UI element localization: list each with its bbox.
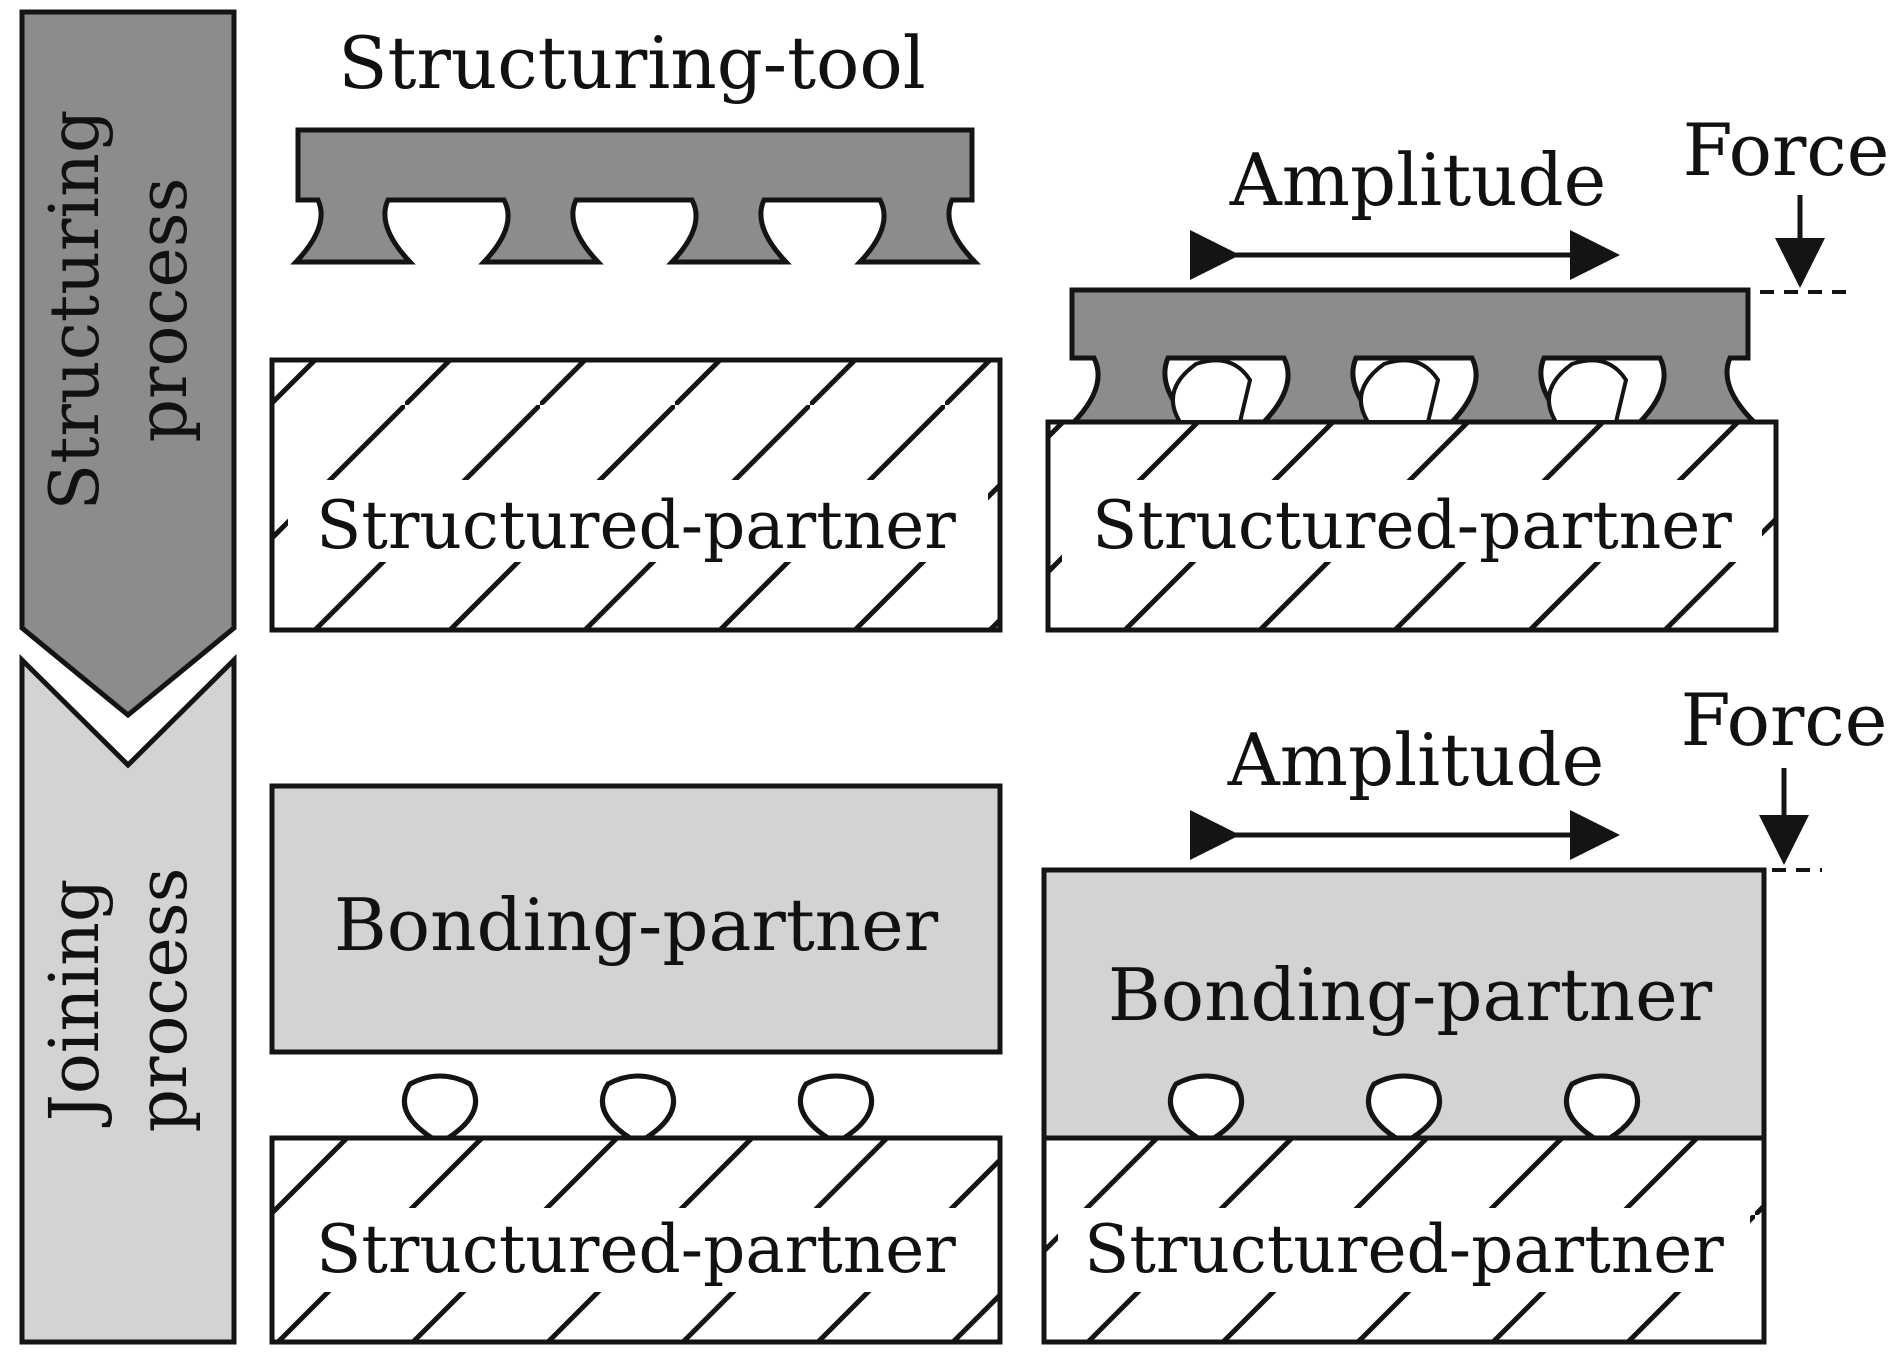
force-label-bottom: Force bbox=[1681, 678, 1888, 762]
joining-stage-label-line1: Joining bbox=[36, 879, 115, 1128]
structured-partner-label: Structured-partner bbox=[1092, 487, 1732, 564]
structured-partner-label: Structured-partner bbox=[1084, 1211, 1724, 1288]
structuring-stage-label-line2: process bbox=[124, 177, 203, 442]
force-label-top: Force bbox=[1683, 108, 1890, 192]
structured-partner-top-left: Structured-partner bbox=[269, 357, 1003, 633]
joining-stage-arrow: Joining process bbox=[19, 654, 237, 1345]
structuring-tool bbox=[290, 127, 981, 265]
amplitude-label-top: Amplitude bbox=[1229, 138, 1606, 222]
structuring-stage-arrow: Structuring process bbox=[19, 9, 237, 719]
structuring-stage-label-line1: Structuring bbox=[36, 110, 115, 511]
structured-partner-label: Structured-partner bbox=[316, 487, 956, 564]
structuring-tool-pressed bbox=[1068, 287, 1761, 425]
structured-partner-bottom-right: Structured-partner bbox=[1041, 1073, 1767, 1345]
structured-partner-bottom-left: Structured-partner bbox=[269, 1073, 1003, 1345]
bonding-partner-label: Bonding-partner bbox=[334, 883, 939, 967]
structured-partner-label: Structured-partner bbox=[316, 1211, 956, 1288]
structuring-tool-label: Structuring-tool bbox=[338, 21, 926, 105]
joining-stage-label-line2: process bbox=[124, 867, 203, 1132]
bonding-partner-label: Bonding-partner bbox=[1108, 953, 1713, 1037]
amplitude-label-bottom: Amplitude bbox=[1227, 718, 1604, 802]
structured-partner-top-right: Structured-partner bbox=[1045, 419, 1779, 633]
bonding-partner-bottom-left: Bonding-partner bbox=[269, 783, 1003, 1055]
